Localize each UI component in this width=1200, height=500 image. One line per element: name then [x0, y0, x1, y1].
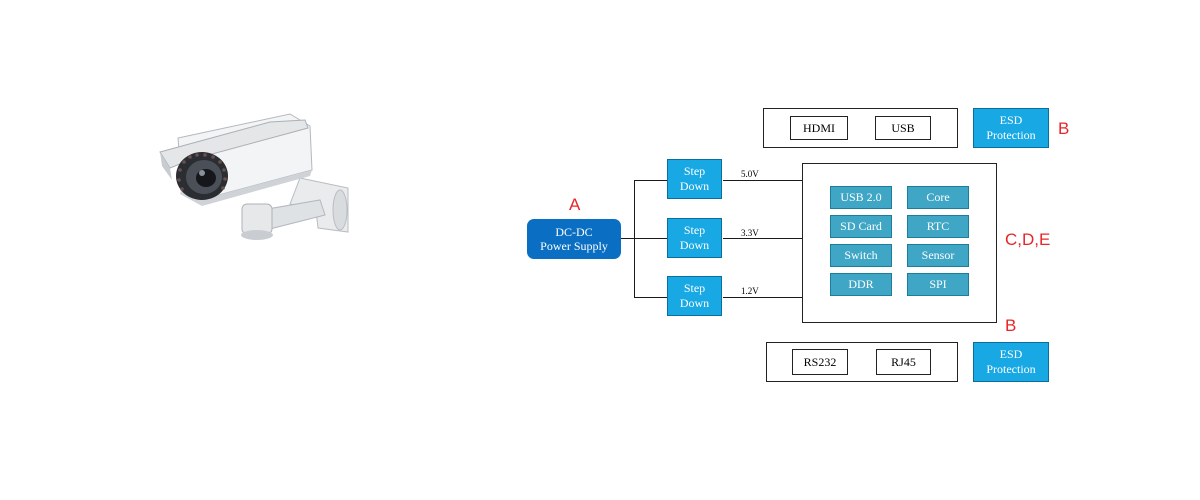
esd-protection-bottom: ESD Protection	[973, 342, 1049, 382]
bus-wire-5v	[634, 180, 667, 181]
esd-label-line1: ESD	[999, 113, 1023, 127]
block-ddr: DDR	[830, 273, 892, 296]
usb-port: USB	[875, 116, 931, 140]
rail-wire-12v	[723, 297, 802, 298]
step-down-12v: Step Down	[667, 276, 722, 316]
tag-b-top: B	[1058, 119, 1070, 138]
esd-label-line1: ESD	[999, 347, 1023, 361]
step-down-label-line1: Step	[683, 164, 706, 178]
rail-wire-33v	[723, 238, 802, 239]
esd-label-line2: Protection	[986, 362, 1036, 376]
tag-cde: C,D,E	[1005, 230, 1051, 249]
hdmi-port: HDMI	[790, 116, 848, 140]
block-core: Core	[907, 186, 969, 209]
bus-wire-12v	[634, 297, 667, 298]
step-down-label-line1: Step	[683, 223, 706, 237]
esd-protection-top: ESD Protection	[973, 108, 1049, 148]
step-down-label-line2: Down	[679, 238, 710, 252]
security-camera-icon	[159, 113, 349, 240]
voltage-label-12v: 1.2V	[741, 286, 759, 296]
block-usb-2: USB 2.0	[830, 186, 892, 209]
bus-wire-33v	[634, 238, 667, 239]
dc-dc-power-supply: DC-DC Power Supply	[527, 219, 621, 259]
psu-output-wire	[621, 238, 635, 239]
step-down-label-line2: Down	[679, 296, 710, 310]
voltage-label-5v: 5.0V	[741, 169, 759, 179]
psu-label-line2: Power Supply	[540, 239, 608, 253]
rail-wire-5v	[723, 180, 802, 181]
esd-label-line2: Protection	[986, 128, 1036, 142]
step-down-label-line2: Down	[679, 179, 710, 193]
block-switch: Switch	[830, 244, 892, 267]
tag-a: A	[569, 195, 581, 214]
rs232-port: RS232	[792, 349, 848, 375]
block-sd-card: SD Card	[830, 215, 892, 238]
psu-label-line1: DC-DC	[555, 225, 593, 239]
block-spi: SPI	[907, 273, 969, 296]
block-sensor: Sensor	[907, 244, 969, 267]
block-rtc: RTC	[907, 215, 969, 238]
voltage-label-33v: 3.3V	[741, 228, 759, 238]
step-down-33v: Step Down	[667, 218, 722, 258]
step-down-label-line1: Step	[683, 281, 706, 295]
rj45-port: RJ45	[876, 349, 931, 375]
step-down-5v: Step Down	[667, 159, 722, 199]
tag-b-bottom: B	[1005, 316, 1017, 335]
